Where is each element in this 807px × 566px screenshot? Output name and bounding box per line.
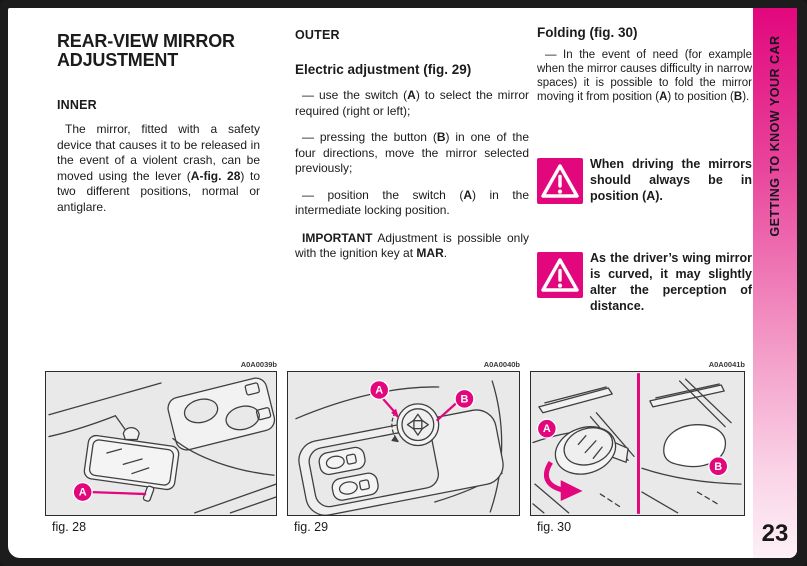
page-title: REAR-VIEW MIRROR ADJUSTMENT — [57, 31, 235, 70]
warning-triangle-icon — [537, 158, 583, 204]
bullet-item: — position the switch (A) in the interme… — [295, 187, 530, 218]
figure-caption: fig. 29 — [294, 520, 329, 534]
fig30-folding-mirror-drawing: A B — [532, 373, 742, 514]
page-number: 23 — [761, 520, 789, 547]
figure-28: A0A0039b — [45, 360, 277, 534]
callout-a-badge — [536, 418, 557, 439]
figure-29: A0A0040b — [287, 360, 520, 534]
figure-caption: fig. 28 — [52, 520, 87, 534]
callout-a-badge — [369, 379, 390, 401]
folding-paragraph: — In the event of need (for example when… — [537, 49, 752, 103]
figure-frame: A — [45, 371, 277, 516]
callout-a-letter: A — [543, 423, 551, 435]
column-middle: OUTER Electric adjustment (fig. 29) — us… — [295, 28, 529, 262]
chapter-sidebar-label: GETTING TO KNOW YOUR CAR — [768, 35, 782, 237]
warning-text: When driving the mirrors should always b… — [590, 157, 752, 203]
warning-box: When driving the mirrors should always b… — [537, 156, 752, 206]
callout-b-badge — [708, 456, 729, 477]
figure-divider — [637, 373, 640, 514]
figure-frame: A B — [530, 371, 745, 516]
figure-code: A0A0039b — [240, 360, 277, 369]
figure-code: A0A0040b — [483, 360, 520, 369]
warning-box: As the driver’s wing mirror is curved, i… — [537, 250, 752, 314]
callout-a-letter: A — [79, 487, 87, 499]
subsection-heading-electric: Electric adjustment (fig. 29) — [295, 62, 472, 77]
bullet-item: — use the switch (A) to select the mirro… — [295, 88, 529, 118]
figure-caption: fig. 30 — [537, 520, 572, 534]
callout-b-letter: B — [714, 461, 722, 473]
callout-b-letter: B — [461, 393, 469, 405]
fig28-interior-mirror-drawing: A — [48, 377, 276, 514]
figure-30: A0A0041b — [530, 360, 745, 534]
section-heading-outer: OUTER — [295, 28, 340, 42]
figure-code: A0A0041b — [708, 360, 745, 369]
chapter-sidebar-tab: GETTING TO KNOW YOUR CAR 23 — [753, 8, 797, 558]
warning-text: As the driver’s wing mirror is curved, i… — [590, 251, 752, 313]
section-heading-inner: INNER — [57, 98, 97, 112]
figure-frame: A B — [287, 371, 520, 516]
manual-page: REAR-VIEW MIRROR ADJUSTMENT INNER The mi… — [8, 8, 797, 558]
inner-paragraph: The mirror, fitted with a safety device … — [57, 122, 260, 214]
callout-a-letter: A — [375, 384, 383, 396]
subsection-heading-folding: Folding (fig. 30) — [537, 25, 638, 40]
fig29-door-switches-drawing: A B — [295, 379, 504, 515]
column-right: Folding (fig. 30) — In the event of need… — [537, 25, 752, 314]
important-note: IMPORTANT Adjustment is possible only wi… — [295, 230, 529, 261]
callout-b-badge — [454, 388, 475, 409]
callout-a-badge — [72, 482, 93, 503]
bullet-item: — pressing the button (B) in one of the … — [295, 130, 529, 175]
warning-triangle-icon — [537, 252, 583, 298]
column-left: REAR-VIEW MIRROR ADJUSTMENT INNER The mi… — [57, 32, 260, 215]
